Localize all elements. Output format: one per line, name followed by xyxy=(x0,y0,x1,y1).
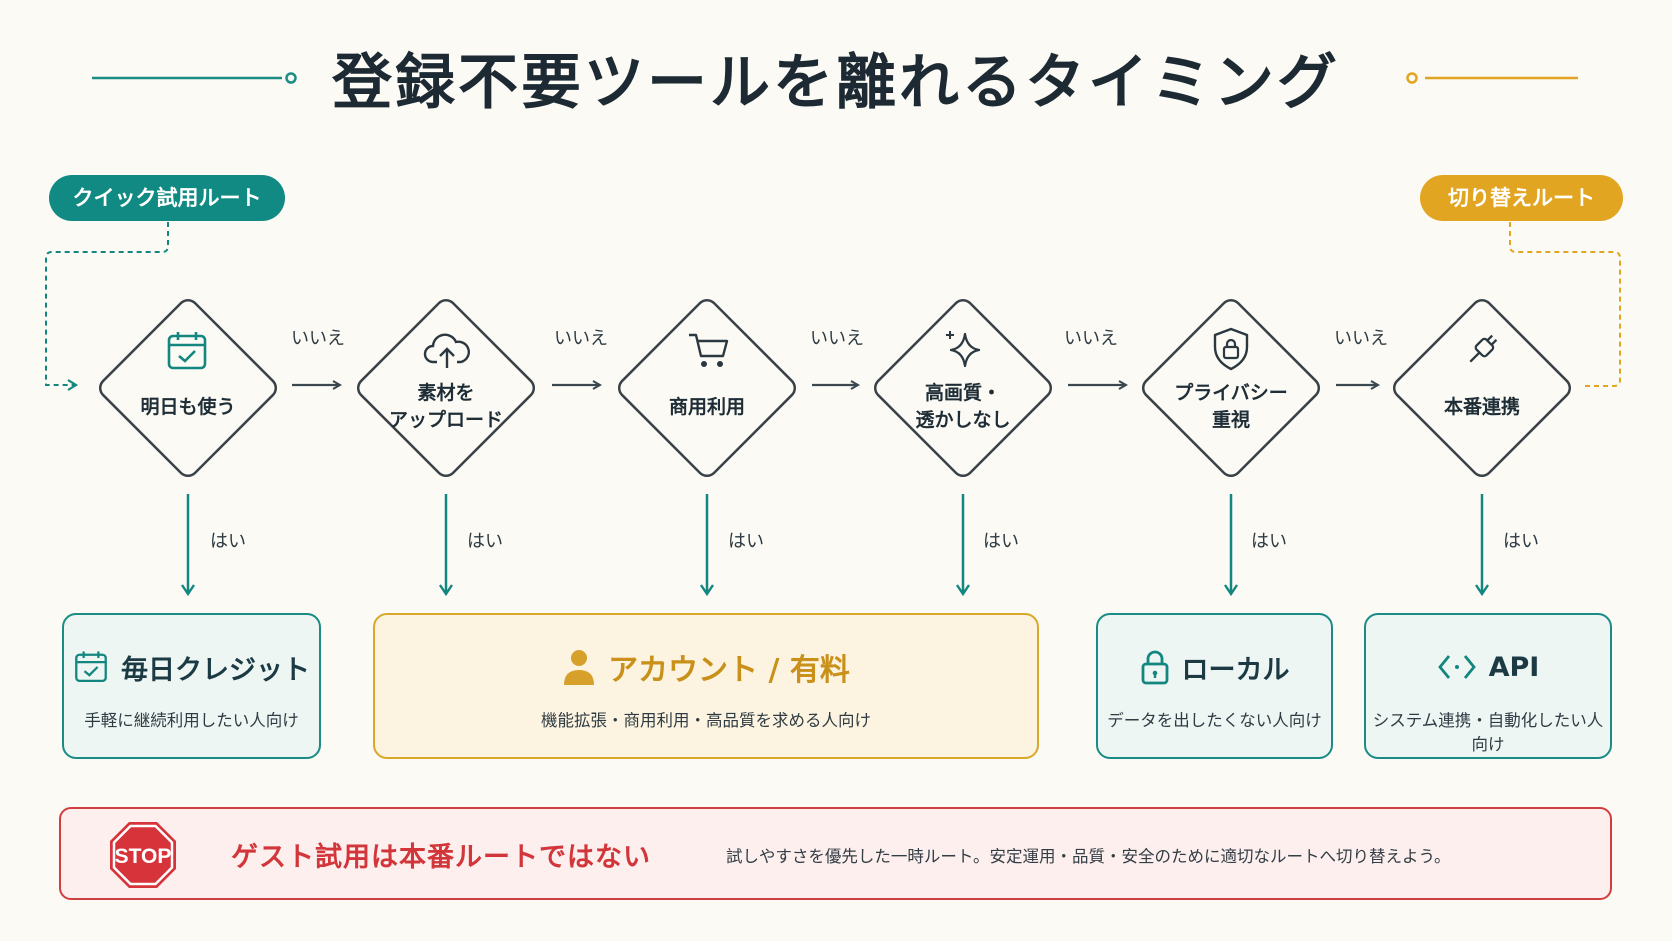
plug-icon xyxy=(1469,334,1498,363)
result-local: ローカル データを出したくない人向け xyxy=(1096,613,1333,759)
code-icon xyxy=(1437,655,1476,679)
yes-label-2: はい xyxy=(467,531,503,552)
yes-label-5: はい xyxy=(1251,531,1287,552)
result-local-head: ローカル xyxy=(1098,647,1331,687)
no-label-4: いいえ xyxy=(1064,328,1118,349)
decision-label-4: 高画質・ 透かしなし xyxy=(888,380,1038,434)
decision-label-5: プライバシー 重視 xyxy=(1156,380,1306,434)
decision-diamond-4 xyxy=(873,298,1053,478)
yes-label-6: はい xyxy=(1503,531,1539,552)
result-api-head: API xyxy=(1366,647,1610,687)
decision-diamond-6 xyxy=(1392,298,1572,478)
result-account-paid: アカウント / 有料 機能拡張・商用利用・高品質を求める人向け xyxy=(373,613,1039,759)
result-account-paid-subtitle: 機能拡張・商用利用・高品質を求める人向け xyxy=(541,711,871,730)
yes-label-4: はい xyxy=(983,531,1019,552)
person-icon xyxy=(564,650,595,685)
sparkle-icon xyxy=(946,331,981,368)
decision-label-3-line1: 商用利用 xyxy=(668,396,745,418)
result-daily-credit: 毎日クレジット 手軽に継続利用したい人向け xyxy=(62,613,321,759)
shield-lock-icon xyxy=(1213,327,1249,371)
no-label-3: いいえ xyxy=(810,328,864,349)
result-daily-credit-subtitle: 手軽に継続利用したい人向け xyxy=(84,711,299,730)
title-left-rule xyxy=(92,72,297,84)
yes-label-3: はい xyxy=(728,531,764,552)
decision-label-5-line2: 重視 xyxy=(1211,409,1250,431)
decision-label-2-line2: アップロード xyxy=(388,409,503,431)
decision-label-2-line1: 素材を xyxy=(417,382,475,404)
cloud-upload-icon xyxy=(423,333,470,368)
decision-diamond-3 xyxy=(617,298,797,478)
decision-diamond-2 xyxy=(356,298,536,478)
decision-label-3: 商用利用 xyxy=(632,394,782,421)
result-account-paid-head: アカウント / 有料 xyxy=(375,647,1037,688)
decision-label-1-line1: 明日も使う xyxy=(140,396,236,418)
decision-label-1: 明日も使う xyxy=(113,394,263,421)
result-api-title: API xyxy=(1488,651,1540,683)
yes-label-1: はい xyxy=(210,531,246,552)
no-label-1: いいえ xyxy=(291,328,345,349)
decision-label-5-line1: プライバシー xyxy=(1174,382,1288,404)
result-local-subtitle: データを出したくない人向け xyxy=(1107,711,1322,730)
result-account-paid-title: アカウント / 有料 xyxy=(608,653,850,688)
decision-diamond-1 xyxy=(98,298,278,478)
warning-banner: STOP ゲスト試用は本番ルートではない 試しやすさを優先した一時ルート。安定運… xyxy=(59,807,1612,900)
decision-diamond-5 xyxy=(1141,298,1321,478)
decision-label-6: 本番連携 xyxy=(1407,394,1557,421)
lock-icon xyxy=(1141,650,1168,685)
decision-label-4-line2: 透かしなし xyxy=(915,409,1011,431)
page-title: 登録不要ツールを離れるタイミング xyxy=(332,48,1340,118)
switch-route-badge: 切り替えルート xyxy=(1420,175,1623,221)
calendar-check-icon xyxy=(167,332,207,370)
decision-label-6-line1: 本番連携 xyxy=(1443,396,1520,418)
switch-route-connector xyxy=(1509,222,1621,387)
quick-route-badge: クイック試用ルート xyxy=(49,175,285,221)
decision-label-4-line1: 高画質・ xyxy=(924,382,1001,404)
no-label-2: いいえ xyxy=(554,328,608,349)
title-right-rule xyxy=(1406,72,1578,84)
stop-sign-text: STOP xyxy=(115,845,172,868)
no-label-5: いいえ xyxy=(1334,328,1388,349)
result-daily-credit-head: 毎日クレジット xyxy=(64,647,319,687)
warning-title: ゲスト試用は本番ルートではない xyxy=(231,842,651,873)
cart-icon xyxy=(689,333,729,367)
warning-text: 試しやすさを優先した一時ルート。安定運用・品質・安全のために適切なルートへ切り替… xyxy=(726,847,1451,866)
stop-sign-icon: STOP xyxy=(110,822,176,888)
calendar-check-icon xyxy=(75,651,107,683)
result-local-title: ローカル xyxy=(1181,654,1290,686)
decision-label-2: 素材を アップロード xyxy=(371,380,521,434)
result-api: API システム連携・自動化したい人向け xyxy=(1364,613,1612,759)
result-daily-credit-title: 毎日クレジット xyxy=(121,654,310,686)
result-api-subtitle: システム連携・自動化したい人向け xyxy=(1372,711,1604,754)
